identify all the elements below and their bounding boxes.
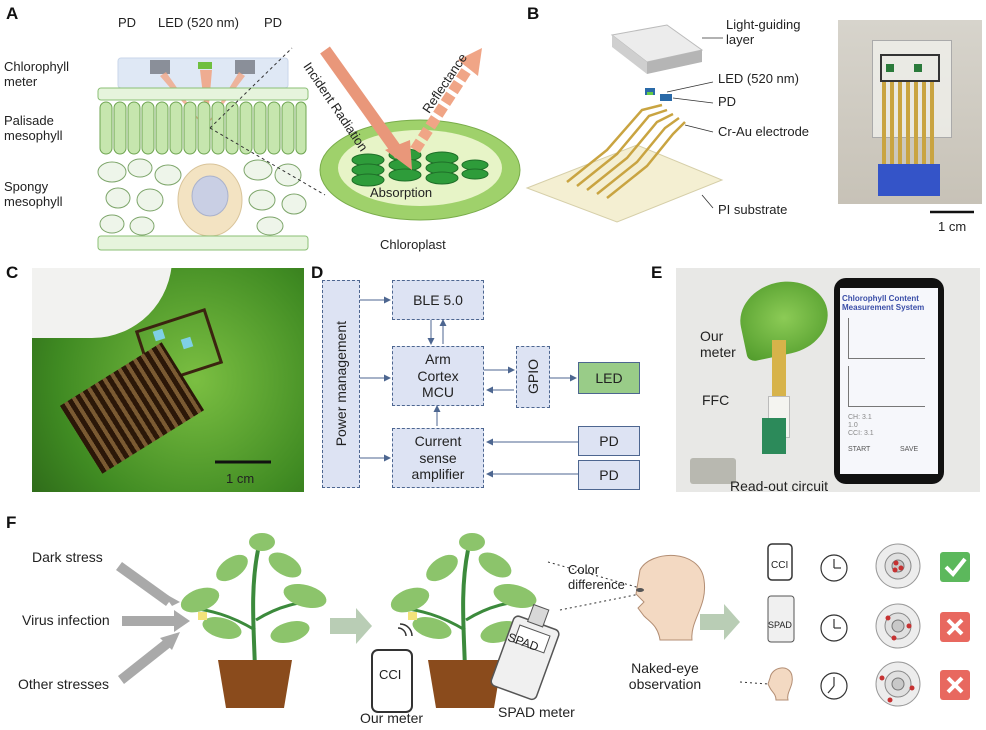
pd-right-label: PD <box>264 15 283 30</box>
b-led-label: LED (520 nm) <box>718 71 799 86</box>
device-on-leaf-photo <box>32 268 304 492</box>
stress-comparison-illustration <box>116 533 970 713</box>
device-photo <box>838 20 982 204</box>
our-meter-label-e: Our meter <box>700 328 736 361</box>
substrate-label: PI substrate <box>718 202 788 217</box>
ch-value: 3.1 <box>862 414 872 421</box>
panel-label-f: F <box>6 513 17 532</box>
current-amp-box: Current sense amplifier <box>392 428 484 488</box>
color-difference-label: Color difference <box>568 562 625 592</box>
system-photo: Chlorophyll Content Measurement System C… <box>676 268 980 492</box>
cci-label: CCI <box>848 430 861 437</box>
current-amp-label: Current sense amplifier <box>411 432 465 483</box>
d-led-label: LED <box>595 370 623 386</box>
device-exploded-view <box>525 24 724 223</box>
panel-label-c: C <box>6 263 19 282</box>
cci-value: 3.1 <box>863 430 874 437</box>
ble-box: BLE 5.0 <box>392 280 484 320</box>
other-stresses-label: Other stresses <box>18 676 110 692</box>
leaf-cross-section-diagram <box>97 46 521 251</box>
power-management-box: Power management <box>322 280 360 488</box>
ch-label: CH <box>848 414 859 421</box>
dark-stress-label: Dark stress <box>32 549 103 565</box>
pd1-label: PD <box>599 433 619 449</box>
spad-small-label: SPAD <box>768 620 792 630</box>
app-title: Chlorophyll Content Measurement System <box>842 294 925 313</box>
led-box: LED <box>578 362 640 394</box>
scale-bar-c <box>215 460 271 464</box>
second-value: 1.0 <box>848 422 858 429</box>
scale-label-c: 1 cm <box>226 471 255 486</box>
panel-label-d: D <box>311 263 324 282</box>
pd1-box: PD <box>578 426 640 456</box>
ffc-label: FFC <box>702 392 730 408</box>
mcu-label: Arm Cortex MCU <box>417 350 459 401</box>
chloroplast-label: Chloroplast <box>380 237 446 252</box>
power-management-label: Power management <box>332 321 349 447</box>
pd2-label: PD <box>599 467 619 483</box>
scale-label-b: 1 cm <box>938 219 967 234</box>
panel-label-e: E <box>651 263 663 282</box>
panel-label-a: A <box>6 4 19 23</box>
virus-label: Virus infection <box>22 612 110 628</box>
start-button[interactable]: START <box>848 446 871 453</box>
ble-label: BLE 5.0 <box>413 291 463 308</box>
pd2-box: PD <box>578 460 640 490</box>
b-pd-label: PD <box>718 94 737 109</box>
our-meter-label-f: Our meter <box>360 710 424 726</box>
spad-meter-label: SPAD meter <box>498 704 575 720</box>
chlorophyll-meter-label: Chlorophyll meter <box>4 59 70 89</box>
cci-phone-label: CCI <box>379 667 402 682</box>
panel-label-b: B <box>527 4 540 23</box>
led-label: LED (520 nm) <box>158 15 239 30</box>
readout-label: Read-out circuit <box>730 478 829 494</box>
palisade-label: Palisade mesophyll <box>4 113 63 143</box>
gpio-label: GPIO <box>524 359 541 395</box>
electrode-label: Cr-Au electrode <box>718 124 810 139</box>
mcu-box: Arm Cortex MCU <box>392 346 484 406</box>
scale-bar-b <box>930 210 974 214</box>
light-guiding-label: Light-guiding layer <box>726 17 801 47</box>
spongy-label: Spongy mesophyll <box>4 179 63 209</box>
save-button[interactable]: SAVE <box>900 446 919 453</box>
naked-eye-label: Naked-eye observation <box>628 660 702 693</box>
pd-left-label: PD <box>118 15 137 30</box>
gpio-box: GPIO <box>516 346 550 408</box>
cci-small-label: CCI <box>771 560 789 571</box>
absorption-label: Absorption <box>370 185 433 200</box>
